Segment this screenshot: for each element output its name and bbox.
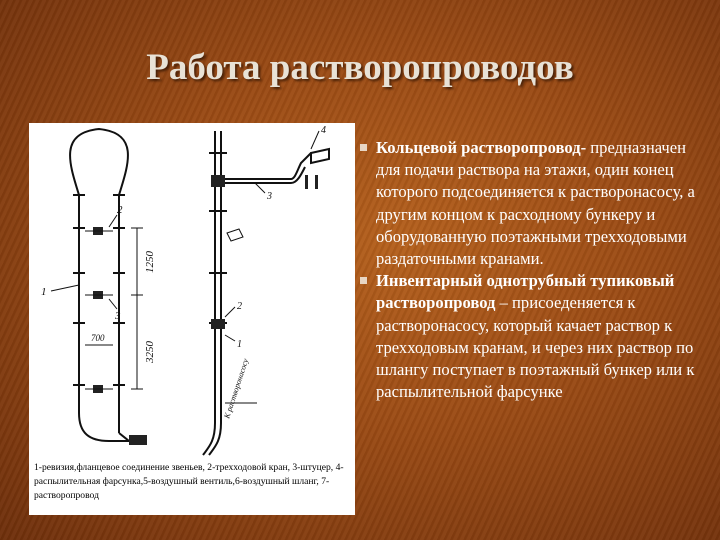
right-label-2: 2 [237,301,242,312]
bullet-item: Кольцевой растворопровод- предназначен д… [360,137,709,270]
hose [221,152,312,180]
dim-1250: 1250 [144,251,156,274]
dim-700: 700 [91,333,105,343]
ring-bottom-bend [78,412,129,442]
to-pump-label: К растворонасосу [222,357,250,420]
bullet-lead: Инвентарный однотрубный тупиковый раство… [376,271,675,313]
ring-loop [69,127,129,196]
nozzle-icon [129,435,147,445]
fitting-icon [226,228,244,242]
bullet-list: Кольцевой растворопровод- предназначен д… [360,137,709,403]
bullet-lead: Кольцевой растворопровод- [376,138,587,157]
right-label-3: 3 [266,191,272,202]
figure-caption: 1-ревизия,фланцевое соединение звеньев, … [34,462,344,501]
bullet-square-icon [360,144,367,151]
pipeline-figure: 2 1 3 1250 3250 700 [29,123,355,515]
right-label-4: 4 [321,125,326,136]
bullet-text: предназначен для подачи раствора на этаж… [376,138,695,269]
bullet-square-icon [360,277,367,285]
right-label-1: 1 [237,339,242,350]
slide-title: Работа растворопроводов [146,47,574,88]
pipe-bend [202,422,216,456]
valve-icon [211,175,225,187]
pipeline-diagram: 2 1 3 1250 3250 700 [41,125,330,456]
air-valve-icon [305,175,308,189]
spray-nozzle-icon [310,147,330,165]
valve-icon [211,319,225,329]
left-label-3: 3 [114,310,121,322]
bullet-text: – присоеденяется к растворонасосу, котор… [376,293,695,402]
bullet-item: Инвентарный однотрубный тупиковый раство… [360,270,709,403]
left-label-1: 1 [41,286,47,298]
left-label-2: 2 [117,204,123,216]
dim-3250: 3250 [144,341,156,365]
